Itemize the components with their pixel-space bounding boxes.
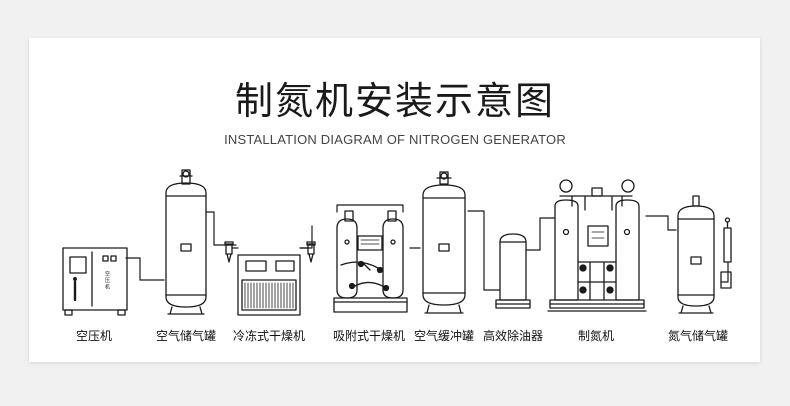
label-oil-remover: 高效除油器 — [482, 329, 544, 343]
nitrogen-generator — [547, 179, 647, 312]
label-air-compressor: 空压机 — [75, 329, 113, 343]
label-air-buffer-tank: 空气缓冲罐 — [413, 329, 475, 343]
refrigerated-dryer — [224, 241, 316, 316]
air-compressor: 空 压 机 — [62, 247, 128, 316]
air-storage-tank — [165, 169, 207, 315]
oil-remover — [495, 233, 531, 309]
connecting-pipes — [125, 204, 729, 291]
label-refrigerated-dryer: 冷冻式干燥机 — [232, 329, 306, 343]
diagram-title: 制氮机安装示意图 — [234, 79, 555, 123]
adsorption-dryer — [333, 210, 408, 313]
nitrogen-storage-tank — [677, 195, 732, 314]
compressor-panel-text: 空 压 机 — [104, 270, 110, 290]
diagram-subtitle: INSTALLATION DIAGRAM OF NITROGEN GENERAT… — [224, 132, 566, 147]
label-nitrogen-storage-tank: 氮气储气罐 — [667, 329, 729, 343]
label-nitrogen-generator: 制氮机 — [577, 329, 615, 343]
air-buffer-tank — [422, 171, 466, 314]
label-air-storage-tank: 空气储气罐 — [155, 329, 217, 343]
label-adsorption-dryer: 吸附式干燥机 — [332, 329, 406, 343]
